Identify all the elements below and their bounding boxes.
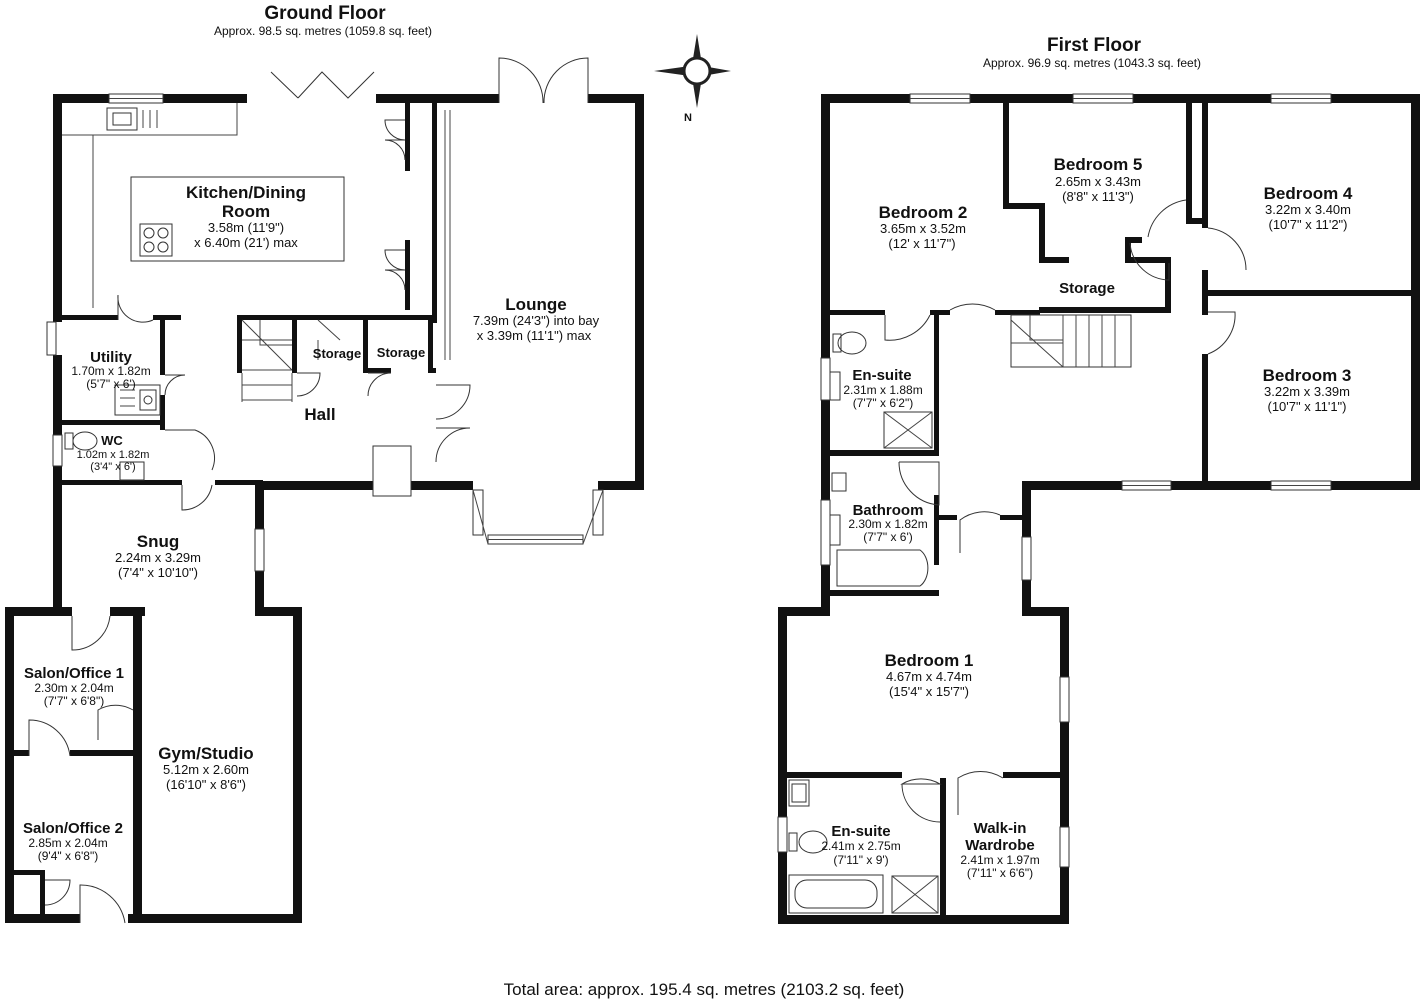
svg-text:2.31m x 1.88m: 2.31m x 1.88m <box>843 383 922 397</box>
room-utility: Utility 1.70m x 1.82m (5'7" x 6') <box>71 349 150 391</box>
room-bedroom-5: Bedroom 5 2.65m x 3.43m (8'8" x 11'3") <box>1054 155 1143 204</box>
svg-text:Storage: Storage <box>313 346 361 361</box>
svg-text:2.41m x 2.75m: 2.41m x 2.75m <box>821 839 900 853</box>
first-floor-walls <box>778 94 1420 924</box>
ground-floor-title: Ground Floor <box>264 3 386 24</box>
svg-text:En-suite: En-suite <box>852 367 911 384</box>
svg-text:Bedroom 1: Bedroom 1 <box>885 651 974 670</box>
room-bedroom-1: Bedroom 1 4.67m x 4.74m (15'4" x 15'7") <box>885 651 974 699</box>
svg-text:x 6.40m (21') max: x 6.40m (21') max <box>194 235 298 250</box>
svg-text:Lounge: Lounge <box>505 295 566 314</box>
svg-text:Wardrobe: Wardrobe <box>965 837 1034 854</box>
room-salon-office-2: Salon/Office 2 2.85m x 2.04m (9'4" x 6'8… <box>23 820 123 863</box>
room-storage-1: Storage <box>313 346 361 361</box>
svg-text:3.58m (11'9"): 3.58m (11'9") <box>208 220 284 235</box>
room-hall: Hall <box>304 405 335 424</box>
svg-text:Storage: Storage <box>377 345 425 360</box>
svg-text:1.02m x 1.82m: 1.02m x 1.82m <box>77 449 150 461</box>
svg-text:2.30m x 1.82m: 2.30m x 1.82m <box>848 517 927 531</box>
svg-text:Kitchen/Dining: Kitchen/Dining <box>186 183 306 202</box>
ground-floor-windows <box>46 93 604 572</box>
svg-text:2.85m x 2.04m: 2.85m x 2.04m <box>28 836 107 850</box>
svg-text:WC: WC <box>101 433 123 448</box>
ground-floor-doors <box>28 57 589 924</box>
svg-text:(3'4" x 6'): (3'4" x 6') <box>90 461 135 473</box>
svg-text:En-suite: En-suite <box>831 823 890 840</box>
svg-text:Salon/Office 2: Salon/Office 2 <box>23 820 123 837</box>
ground-floor-walls <box>5 94 644 923</box>
svg-text:7.39m (24'3") into bay: 7.39m (24'3") into bay <box>473 313 600 328</box>
room-walk-in-wardrobe: Walk-in Wardrobe 2.41m x 1.97m (7'11" x … <box>960 820 1039 880</box>
room-en-suite-2: En-suite 2.41m x 2.75m (7'11" x 9') <box>821 823 900 867</box>
room-lounge: Lounge 7.39m (24'3") into bay x 3.39m (1… <box>473 295 600 343</box>
svg-text:Bedroom 5: Bedroom 5 <box>1054 155 1143 174</box>
ground-floor-area: Approx. 98.5 sq. metres (1059.8 sq. feet… <box>214 24 432 38</box>
room-salon-office-1: Salon/Office 1 2.30m x 2.04m (7'7" x 6'8… <box>24 665 124 708</box>
svg-text:Gym/Studio: Gym/Studio <box>158 744 253 763</box>
svg-text:Room: Room <box>222 202 270 221</box>
svg-text:4.67m x 4.74m: 4.67m x 4.74m <box>886 669 972 684</box>
room-storage: Storage <box>1059 280 1115 297</box>
room-kitchen-dining: Kitchen/Dining Room 3.58m (11'9") x 6.40… <box>186 183 306 250</box>
first-floor-title: First Floor <box>1047 35 1142 56</box>
room-en-suite-1: En-suite 2.31m x 1.88m (7'7" x 6'2") <box>843 367 922 410</box>
svg-text:Bathroom: Bathroom <box>853 502 924 519</box>
room-storage-2: Storage <box>377 345 425 360</box>
svg-text:(12' x 11'7"): (12' x 11'7") <box>888 236 955 251</box>
first-floor-interior-walls <box>787 103 1411 915</box>
svg-text:Hall: Hall <box>304 405 335 424</box>
room-bedroom-2: Bedroom 2 3.65m x 3.52m (12' x 11'7") <box>879 203 968 251</box>
svg-text:(10'7" x 11'1"): (10'7" x 11'1") <box>1268 399 1347 414</box>
svg-text:1.70m x 1.82m: 1.70m x 1.82m <box>71 364 150 378</box>
svg-text:5.12m x 2.60m: 5.12m x 2.60m <box>163 762 249 777</box>
svg-text:(15'4" x 15'7"): (15'4" x 15'7") <box>889 684 969 699</box>
svg-text:2.65m x 3.43m: 2.65m x 3.43m <box>1055 174 1141 189</box>
ground-floor-interior-walls <box>14 103 437 915</box>
room-wc: WC 1.02m x 1.82m (3'4" x 6') <box>77 433 150 473</box>
svg-text:(7'11" x 6'6"): (7'11" x 6'6") <box>967 866 1033 880</box>
ground-floor-plan: Ground Floor Approx. 98.5 sq. metres (10… <box>5 3 644 924</box>
ground-floor-fixtures <box>62 103 451 481</box>
north-label: N <box>684 112 692 124</box>
svg-text:Bedroom 4: Bedroom 4 <box>1264 184 1353 203</box>
svg-text:(8'8" x 11'3"): (8'8" x 11'3") <box>1062 189 1134 204</box>
svg-text:x 3.39m (11'1") max: x 3.39m (11'1") max <box>477 328 592 343</box>
svg-text:(10'7" x 11'2"): (10'7" x 11'2") <box>1269 217 1348 232</box>
svg-text:(7'7" x 6'8"): (7'7" x 6'8") <box>44 694 104 708</box>
room-snug: Snug 2.24m x 3.29m (7'4" x 10'10") <box>115 532 201 580</box>
room-bedroom-4: Bedroom 4 3.22m x 3.40m (10'7" x 11'2") <box>1264 184 1353 232</box>
first-floor-area: Approx. 96.9 sq. metres (1043.3 sq. feet… <box>983 56 1201 70</box>
svg-text:(7'7" x 6'): (7'7" x 6') <box>863 530 913 544</box>
svg-text:(16'10" x 8'6"): (16'10" x 8'6") <box>166 777 246 792</box>
svg-text:2.41m x 1.97m: 2.41m x 1.97m <box>960 853 1039 867</box>
room-gym-studio: Gym/Studio 5.12m x 2.60m (16'10" x 8'6") <box>158 744 253 792</box>
svg-text:(7'11" x 9'): (7'11" x 9') <box>833 853 888 867</box>
svg-text:Storage: Storage <box>1059 280 1115 297</box>
svg-text:Salon/Office 1: Salon/Office 1 <box>24 665 124 682</box>
room-bathroom: Bathroom 2.30m x 1.82m (7'7" x 6') <box>848 502 927 544</box>
svg-text:Bedroom 3: Bedroom 3 <box>1263 366 1352 385</box>
total-area: Total area: approx. 195.4 sq. metres (21… <box>504 980 905 999</box>
svg-text:Snug: Snug <box>137 532 180 551</box>
svg-text:(7'7" x 6'2"): (7'7" x 6'2") <box>853 396 913 410</box>
svg-text:(7'4" x 10'10"): (7'4" x 10'10") <box>118 565 198 580</box>
first-floor-doors <box>884 199 1247 823</box>
first-floor-windows <box>777 93 1332 868</box>
svg-text:2.30m x 2.04m: 2.30m x 2.04m <box>34 681 113 695</box>
svg-text:3.22m x 3.39m: 3.22m x 3.39m <box>1264 384 1350 399</box>
svg-text:Walk-in: Walk-in <box>974 820 1027 837</box>
svg-text:(9'4" x 6'8"): (9'4" x 6'8") <box>38 849 98 863</box>
svg-text:2.24m x 3.29m: 2.24m x 3.29m <box>115 550 201 565</box>
first-floor-fixtures <box>788 314 1132 914</box>
svg-text:Utility: Utility <box>90 349 132 366</box>
svg-text:Bedroom 2: Bedroom 2 <box>879 203 968 222</box>
svg-text:3.65m x 3.52m: 3.65m x 3.52m <box>880 221 966 236</box>
room-bedroom-3: Bedroom 3 3.22m x 3.39m (10'7" x 11'1") <box>1263 366 1352 414</box>
first-floor-plan: First Floor Approx. 96.9 sq. metres (104… <box>777 35 1420 924</box>
north-compass: N <box>654 34 731 124</box>
svg-text:3.22m x 3.40m: 3.22m x 3.40m <box>1265 202 1351 217</box>
svg-text:(5'7" x 6'): (5'7" x 6') <box>86 377 136 391</box>
